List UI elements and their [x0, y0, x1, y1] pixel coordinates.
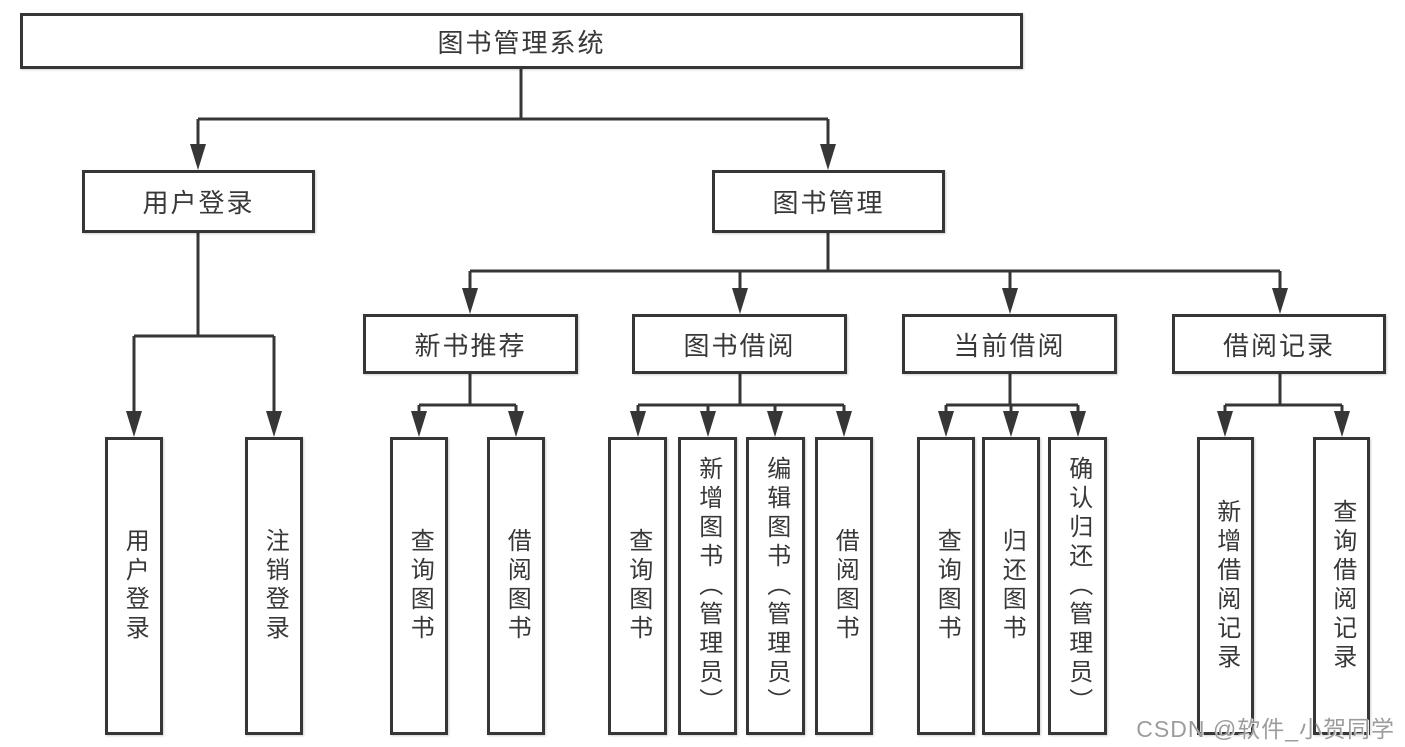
- node-borrowing-records: 借阅记录: [1172, 314, 1386, 374]
- node-root: 图书管理系统: [20, 13, 1023, 69]
- arrow-down-icon: [266, 411, 282, 437]
- arrow-down-icon: [938, 411, 954, 437]
- arrow-down-icon: [630, 411, 646, 437]
- node-label: 借阅记录: [1222, 330, 1335, 361]
- arrow-down-icon: [700, 411, 716, 437]
- node-label: 借阅图书: [503, 528, 531, 644]
- arrow-down-icon: [1003, 411, 1019, 437]
- node-book-borrowing: 图书借阅: [632, 314, 847, 374]
- arrowheads: [126, 144, 1350, 437]
- arrow-down-icon: [1272, 288, 1288, 314]
- leaf-query-books-borrowing: 查询图书: [608, 437, 667, 735]
- node-label: 查询图书: [933, 528, 961, 644]
- leaf-add-borrow-record: 新增借阅记录: [1197, 437, 1254, 735]
- leaf-edit-book-admin: 编辑图书（管理员）: [746, 437, 805, 735]
- leaf-add-book-admin: 新增图书（管理员）: [678, 437, 737, 735]
- node-label: 当前借阅: [953, 330, 1066, 361]
- node-label: 借阅图书: [831, 528, 859, 644]
- arrow-down-icon: [1217, 411, 1233, 437]
- node-new-book-recommend: 新书推荐: [363, 314, 578, 374]
- node-label: 确认归还（管理员）: [1064, 455, 1092, 717]
- arrow-down-icon: [1002, 288, 1018, 314]
- arrow-down-icon: [732, 288, 748, 314]
- node-label: 图书管理: [772, 188, 885, 218]
- leaf-borrow-books-recommend: 借阅图书: [487, 437, 545, 735]
- leaf-confirm-return-admin: 确认归还（管理员）: [1048, 437, 1107, 735]
- arrow-down-icon: [767, 411, 783, 437]
- leaf-logout: 注销登录: [245, 437, 303, 735]
- arrow-down-icon: [508, 411, 524, 437]
- leaf-query-borrow-record: 查询借阅记录: [1313, 437, 1370, 735]
- node-label: 编辑图书（管理员）: [762, 455, 790, 717]
- arrow-down-icon: [190, 144, 206, 170]
- arrow-down-icon: [1334, 411, 1350, 437]
- csdn-watermark: CSDN @软件_小贺同学: [1136, 716, 1395, 742]
- node-current-borrowing: 当前借阅: [902, 314, 1117, 374]
- node-label: 用户登录: [121, 528, 149, 644]
- node-label: 查询图书: [406, 528, 434, 644]
- arrow-down-icon: [820, 144, 836, 170]
- leaf-query-books-recommend: 查询图书: [390, 437, 448, 735]
- leaf-return-book: 归还图书: [982, 437, 1040, 735]
- leaf-query-books-current: 查询图书: [917, 437, 975, 735]
- arrow-down-icon: [126, 411, 142, 437]
- node-label: 新书推荐: [414, 330, 527, 361]
- leaf-borrow-books-borrowing: 借阅图书: [815, 437, 873, 735]
- node-label: 归还图书: [998, 528, 1026, 644]
- node-label: 查询借阅记录: [1328, 499, 1356, 673]
- arrow-down-icon: [411, 411, 427, 437]
- arrow-down-icon: [462, 288, 478, 314]
- node-label: 新增图书（管理员）: [694, 455, 722, 717]
- node-label: 注销登录: [261, 528, 289, 644]
- node-label: 用户登录: [142, 188, 255, 218]
- node-user-login: 用户登录: [82, 170, 315, 233]
- leaf-user-login: 用户登录: [105, 437, 163, 735]
- node-label: 图书借阅: [683, 330, 796, 361]
- node-label: 新增借阅记录: [1212, 499, 1240, 673]
- arrow-down-icon: [1070, 411, 1086, 437]
- node-book-management: 图书管理: [712, 170, 945, 233]
- node-label: 查询图书: [624, 528, 652, 644]
- arrow-down-icon: [836, 411, 852, 437]
- node-label: 图书管理系统: [437, 27, 606, 58]
